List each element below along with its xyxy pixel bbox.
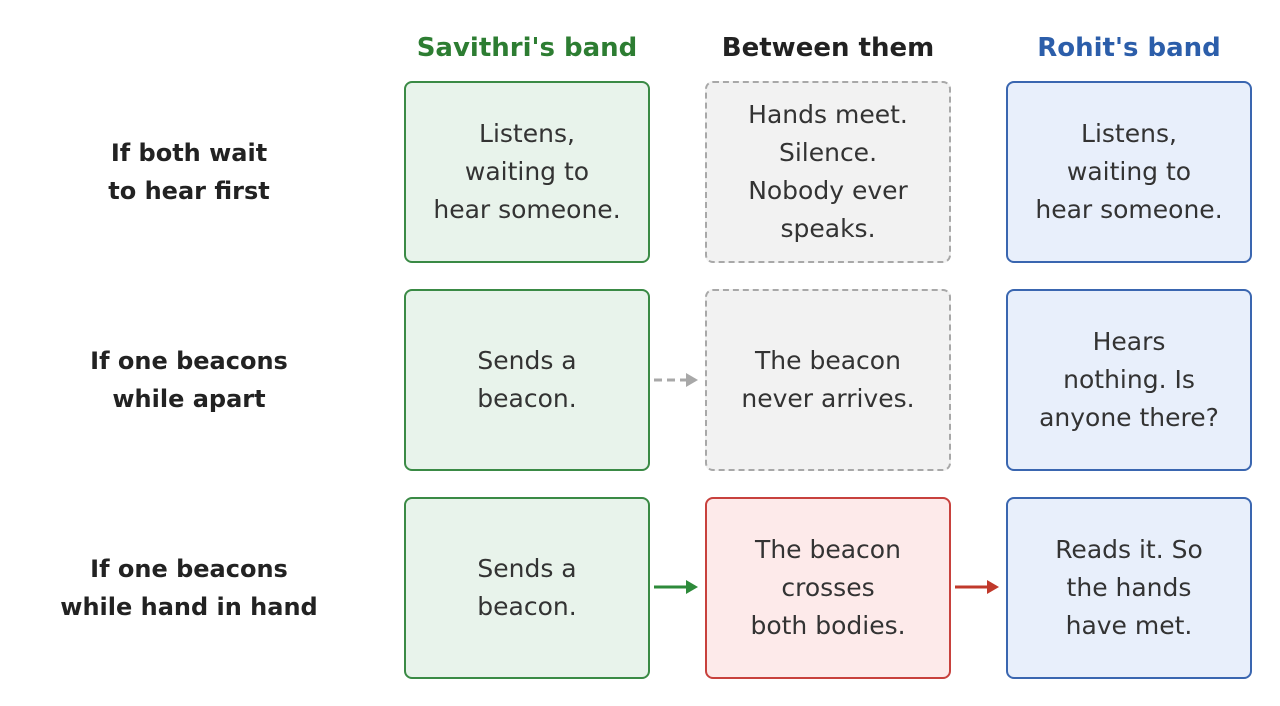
row-label-both-wait: If both wait to hear first bbox=[40, 81, 338, 263]
cell-line: Hands meet. bbox=[748, 100, 908, 129]
cell-line: hear someone. bbox=[433, 195, 621, 224]
dashed-arrow-icon bbox=[654, 373, 698, 387]
row-label-beacon-apart: If one beacons while apart bbox=[40, 289, 338, 471]
cell-line: have met. bbox=[1065, 611, 1193, 640]
cell-line: beacon. bbox=[477, 384, 577, 413]
red-arrow-icon bbox=[955, 580, 999, 594]
cell-line: crosses bbox=[781, 573, 875, 602]
row-label-line: If both wait bbox=[110, 139, 268, 167]
cell-line: the hands bbox=[1066, 573, 1192, 602]
column-header-between: Between them bbox=[721, 33, 935, 63]
column-header-savithri: Savithri's band bbox=[416, 33, 638, 63]
cell-line: Listens, bbox=[479, 119, 575, 148]
savithri-cell-beacon-apart: Sends a beacon. bbox=[404, 289, 650, 471]
cell-line: Reads it. So bbox=[1055, 535, 1203, 564]
cell-line: speaks. bbox=[780, 214, 876, 243]
cell-line: Silence. bbox=[778, 138, 878, 167]
rohit-cell-both-wait: Listens, waiting to hear someone. bbox=[1006, 81, 1252, 263]
cell-line: nothing. Is bbox=[1063, 365, 1195, 394]
cell-line: beacon. bbox=[477, 592, 577, 621]
green-arrow-icon bbox=[654, 580, 698, 594]
row-label-line: while hand in hand bbox=[60, 593, 318, 621]
cell-line: Hears bbox=[1092, 327, 1166, 356]
between-cell-hand-in-hand: The beacon crosses both bodies. bbox=[705, 497, 951, 679]
cell-line: waiting to bbox=[1066, 157, 1192, 186]
between-cell-both-wait: Hands meet. Silence. Nobody ever speaks. bbox=[705, 81, 951, 263]
column-header-rohit: Rohit's band bbox=[1037, 33, 1221, 63]
cell-line: both bodies. bbox=[750, 611, 906, 640]
rohit-cell-hand-in-hand: Reads it. So the hands have met. bbox=[1006, 497, 1252, 679]
savithri-cell-hand-in-hand: Sends a beacon. bbox=[404, 497, 650, 679]
between-cell-beacon-apart: The beacon never arrives. bbox=[705, 289, 951, 471]
cell-line: anyone there? bbox=[1039, 403, 1219, 432]
cell-line: The beacon bbox=[755, 346, 901, 375]
cell-line: Nobody ever bbox=[748, 176, 908, 205]
cell-line: Listens, bbox=[1081, 119, 1177, 148]
cell-line: hear someone. bbox=[1035, 195, 1223, 224]
cell-line: Sends a bbox=[477, 346, 577, 375]
cell-line: waiting to bbox=[464, 157, 590, 186]
rohit-cell-beacon-apart: Hears nothing. Is anyone there? bbox=[1006, 289, 1252, 471]
cell-line: never arrives. bbox=[741, 384, 915, 413]
cell-line: The beacon bbox=[755, 535, 901, 564]
row-label-line: If one beacons bbox=[90, 555, 288, 583]
row-label-beacon-hand-in-hand: If one beacons while hand in hand bbox=[40, 497, 338, 679]
savithri-cell-both-wait: Listens, waiting to hear someone. bbox=[404, 81, 650, 263]
row-label-line: If one beacons bbox=[90, 347, 288, 375]
cell-line: Sends a bbox=[477, 554, 577, 583]
row-label-line: while apart bbox=[112, 385, 266, 413]
row-label-line: to hear first bbox=[108, 177, 270, 205]
